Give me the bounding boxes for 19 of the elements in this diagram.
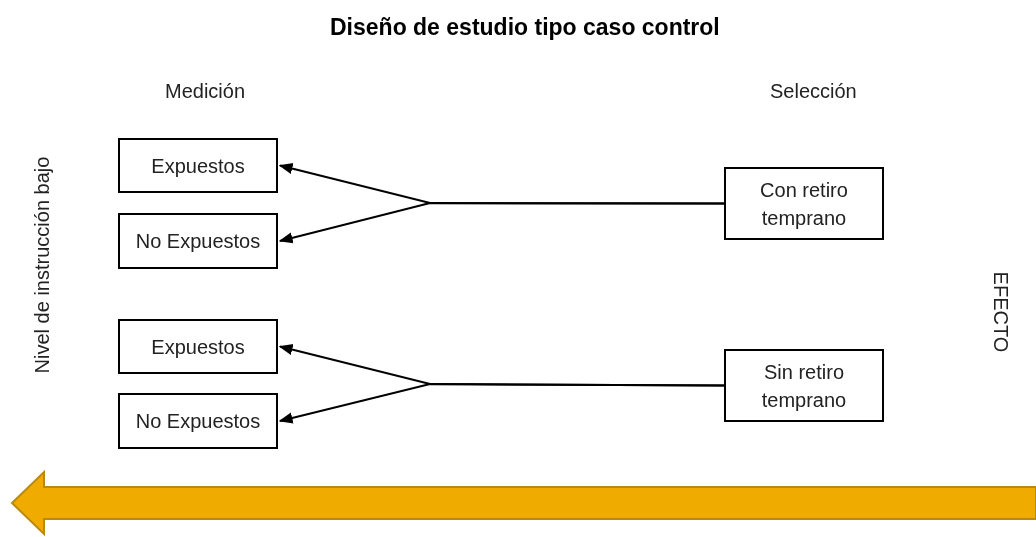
process-box bbox=[724, 167, 884, 240]
title: Diseño de estudio tipo caso control bbox=[330, 14, 720, 41]
arrow bbox=[278, 202, 725, 244]
box-label: Expuestos bbox=[151, 153, 245, 179]
box-label: No Expuestos bbox=[135, 409, 261, 434]
box-label: No Expuestos bbox=[135, 229, 261, 254]
box-label: Expuestos bbox=[151, 334, 245, 360]
process-box bbox=[118, 138, 278, 193]
box-label: Sin retiro temprano bbox=[760, 359, 848, 413]
process-box bbox=[118, 393, 278, 449]
side-label: Nivel de instrucción bajo bbox=[30, 156, 54, 374]
column-heading: Medición bbox=[165, 80, 246, 103]
process-box bbox=[118, 319, 278, 374]
column-heading: Selección bbox=[770, 80, 857, 103]
side-label: EFECTO bbox=[988, 271, 1012, 353]
process-box bbox=[118, 213, 278, 269]
box-label: Con retiro temprano bbox=[759, 177, 849, 231]
arrow bbox=[278, 383, 725, 424]
process-box bbox=[724, 349, 884, 422]
